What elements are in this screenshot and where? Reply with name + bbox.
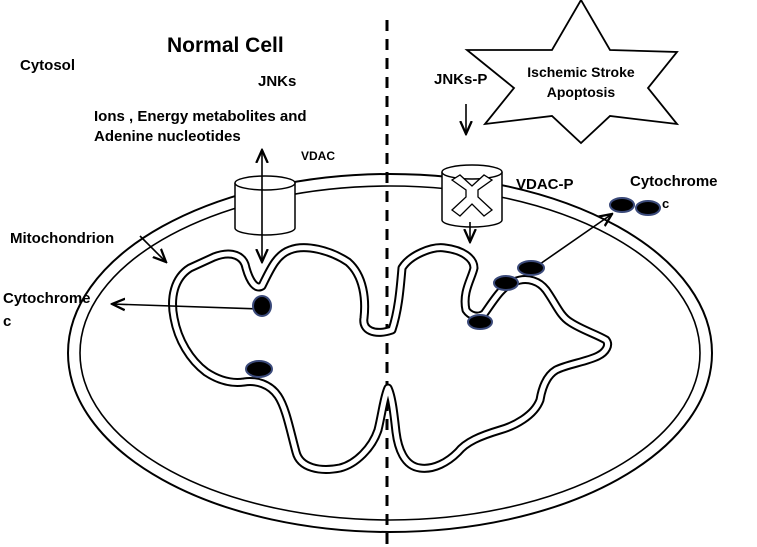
vdac-label: VDAC xyxy=(301,149,335,163)
cytochrome-right-label-line2: c xyxy=(662,196,669,211)
cytochrome-left-label-line1: Cytochrome xyxy=(3,290,91,307)
ions-label-line2: Adenine nucleotides xyxy=(94,128,241,145)
cytochrome-particle xyxy=(245,360,273,378)
cytochrome-left-label-line2: c xyxy=(3,313,11,330)
page-title: Normal Cell xyxy=(167,34,284,57)
outer-membrane-inner xyxy=(79,185,701,521)
jnks-label: JNKs xyxy=(258,73,296,90)
cytochrome-release-arrow-left xyxy=(112,304,263,309)
outer-membrane-outer xyxy=(67,173,713,533)
cytochrome-particles xyxy=(245,197,661,378)
mitochondrion-pointer-arrow xyxy=(139,235,166,262)
cytochrome-particle xyxy=(609,197,635,213)
inner-membrane xyxy=(168,243,613,474)
vdac-channel xyxy=(234,175,296,236)
ions-label-line1: Ions , Energy metabolites and xyxy=(94,108,307,125)
star-label-line2: Apoptosis xyxy=(547,84,616,100)
cytochrome-particle xyxy=(493,275,519,291)
cytochrome-right-label-line1: Cytochrome xyxy=(630,173,718,190)
vdac-p-channel xyxy=(441,164,503,228)
cytochrome-release-arrow-right xyxy=(539,214,612,265)
vdac-p-label: VDAC-P xyxy=(516,176,574,193)
apoptosis-star xyxy=(464,0,680,145)
cytochrome-particle xyxy=(635,200,661,216)
cytosol-label: Cytosol xyxy=(20,57,75,74)
cytochrome-particle xyxy=(467,314,493,330)
cytochrome-particle xyxy=(252,295,272,317)
star-label-line1: Ischemic Stroke xyxy=(527,64,635,80)
mitochondrion-label: Mitochondrion xyxy=(10,230,114,247)
jnks-p-label: JNKs-P xyxy=(434,71,487,88)
cytochrome-particle xyxy=(517,260,545,276)
